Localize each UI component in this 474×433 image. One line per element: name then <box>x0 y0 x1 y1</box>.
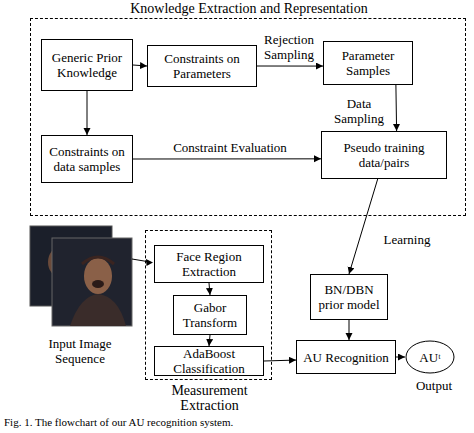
dashed-group: Measurement ExtractionFace Region Extrac… <box>145 230 272 380</box>
process-box: Parameter Samples <box>323 41 413 85</box>
flow-arrow <box>209 335 210 346</box>
hair <box>82 257 114 264</box>
node-text: Constraints on data samples <box>44 144 130 174</box>
edge-label: Learning <box>372 232 442 247</box>
group-heading: Knowledge Extraction and Representation <box>31 1 467 16</box>
dashed-group: Knowledge Extraction and RepresentationG… <box>30 18 466 216</box>
flow-arrow <box>349 179 378 274</box>
process-box: AU Recognition <box>296 340 396 374</box>
node-text: Face Region Extraction <box>157 249 261 279</box>
process-box: BN/DBN prior model <box>310 274 388 320</box>
flow-arrow <box>133 158 321 159</box>
front-face <box>84 258 112 294</box>
flow-arrow <box>396 357 405 358</box>
process-box: Face Region Extraction <box>154 245 264 283</box>
flow-arrow <box>264 360 296 362</box>
flow-arrow <box>395 85 397 131</box>
group-heading: Measurement Extraction <box>146 383 273 413</box>
edge-label: Rejection Sampling <box>258 32 320 62</box>
node-text: Pseudo training data/pairs <box>324 140 444 170</box>
ellipse-shape <box>406 341 454 373</box>
image-to-face-head <box>146 259 153 266</box>
node-text: AU Recognition <box>303 350 389 365</box>
figure-caption: Fig. 1. The flowchart of our AU recognit… <box>4 416 233 429</box>
text-label: Input Image Sequence <box>30 336 130 366</box>
node-text: Parameter Samples <box>326 48 410 78</box>
process-box: Constraints on data samples <box>41 135 133 183</box>
flow-arrow <box>349 320 350 340</box>
process-box: Gabor Transform <box>173 295 247 335</box>
edge-label: Constraint Evaluation <box>150 140 310 155</box>
node-text: Constraints on Parameters <box>150 51 254 81</box>
flow-arrow <box>87 91 88 135</box>
process-box: Generic Prior Knowledge <box>41 39 133 91</box>
open-mouth <box>92 280 104 288</box>
node-text: AUᵗ <box>419 350 440 365</box>
flow-arrow <box>209 283 210 295</box>
node-text: Generic Prior Knowledge <box>44 50 130 80</box>
output-ellipse: AUᵗ <box>405 340 455 374</box>
process-box: Constraints on Parameters <box>147 45 257 87</box>
front-frame <box>52 238 132 326</box>
text-label: Output <box>404 378 464 393</box>
flow-arrow <box>257 66 323 67</box>
edge-label: Data Sampling <box>328 96 390 126</box>
node-text: BN/DBN prior model <box>313 282 385 312</box>
flow-arrow <box>133 65 147 66</box>
node-text: AdaBoost Classification <box>157 346 261 376</box>
node-text: Gabor Transform <box>176 300 244 330</box>
shoulders <box>70 294 126 326</box>
process-box: AdaBoost Classification <box>154 346 264 376</box>
process-box: Pseudo training data/pairs <box>321 131 447 179</box>
